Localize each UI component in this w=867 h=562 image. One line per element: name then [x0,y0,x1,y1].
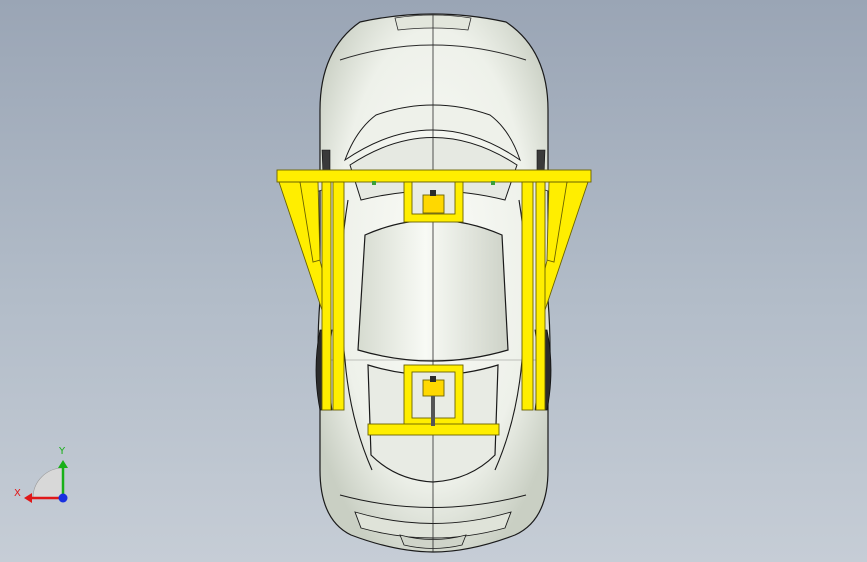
right-clip [491,181,495,185]
x-axis-arrow-icon [24,493,32,503]
triad-xz-quadrant [32,467,64,499]
left-clip [372,181,376,185]
x-axis-label: X [14,488,21,499]
y-axis-label: Y [58,446,66,457]
rear-mount-bolt [430,376,436,382]
frame-left-rail-inner [332,181,345,411]
front-mount-bolt [430,190,436,196]
frame-left-rail-outer [321,181,332,411]
frame-front-mount [422,194,445,214]
frame-left-bracket-inner [299,181,321,263]
z-axis-icon [58,493,68,503]
yellow-frame[interactable] [276,169,592,436]
front-windshield [343,104,521,162]
frame-rear-mount [422,379,445,397]
frame-right-rail-outer [535,181,546,411]
car-body[interactable] [307,13,560,553]
frame-details [372,181,495,426]
frame-right-rail-inner [521,181,534,411]
frame-top-crossbar [276,169,592,183]
cabin-front-opening [349,137,518,201]
rear-screw-shaft [431,396,435,426]
coordinate-triad: X Y [14,446,68,503]
frame-right-bracket-inner [546,181,568,263]
y-axis-arrow-icon [58,460,68,468]
